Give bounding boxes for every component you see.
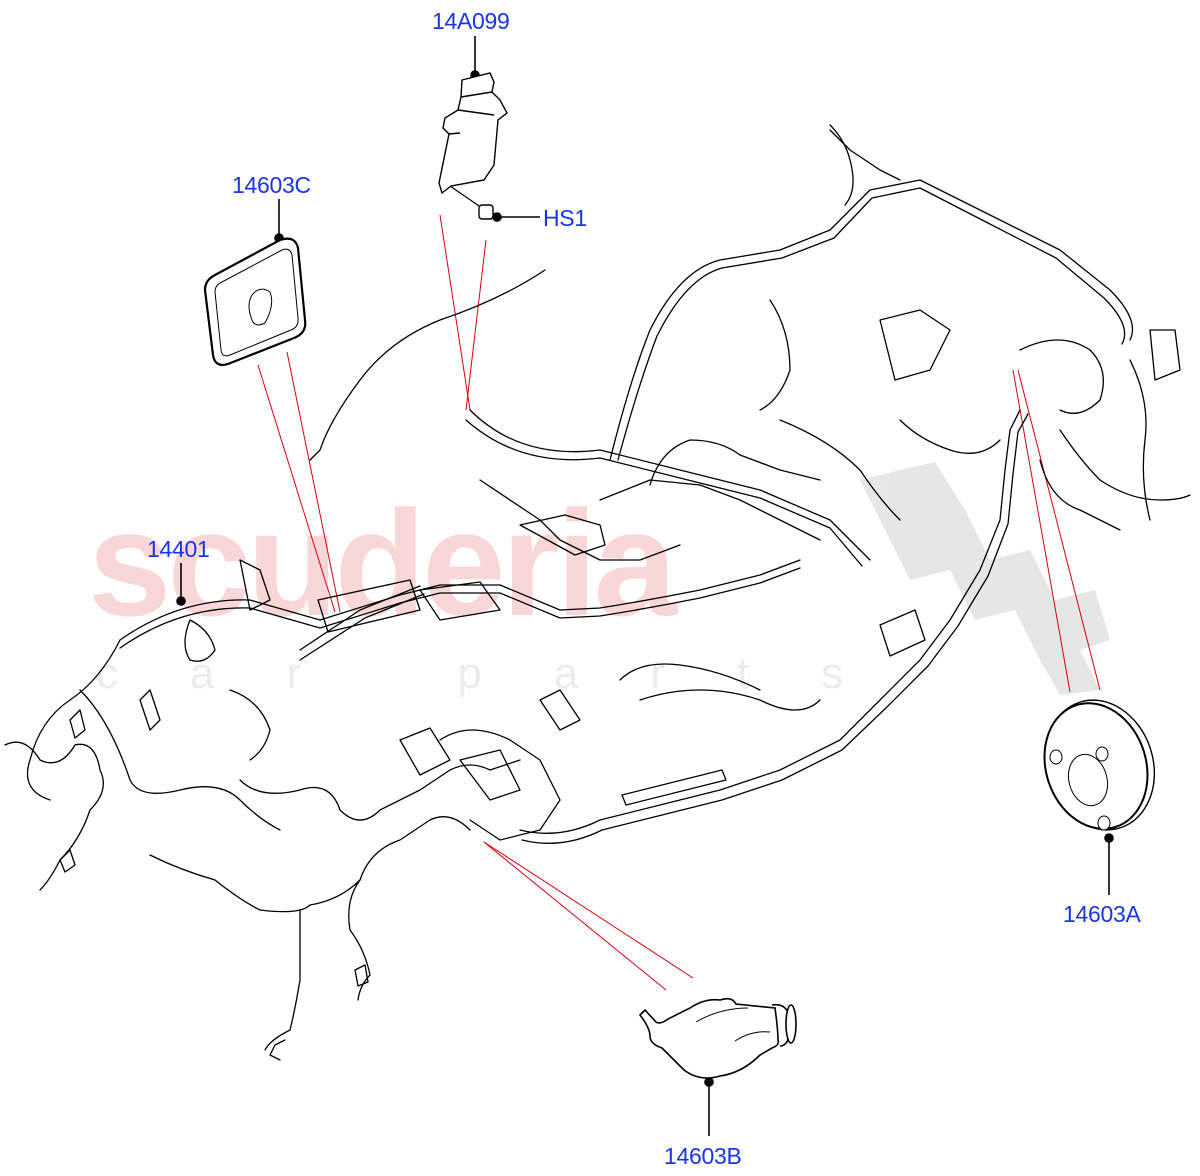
round-grommet-14603A-drawing — [1043, 699, 1156, 831]
grommet-pad-14603C-drawing — [203, 237, 307, 367]
callout-label-14603A[interactable]: 14603A — [1063, 901, 1141, 927]
checkered-flag-watermark — [860, 462, 1110, 695]
callout-label-14A099[interactable]: 14A099 — [432, 8, 510, 34]
callout-label-HS1[interactable]: HS1 — [543, 205, 587, 231]
callout-label-14401[interactable]: 14401 — [147, 536, 210, 562]
main-harness-drawing — [4, 124, 1191, 1061]
callout-label-14603C[interactable]: 14603C — [232, 172, 311, 198]
boot-grommet-14603B-drawing — [638, 997, 797, 1079]
bracket-14A099-drawing — [438, 72, 508, 220]
callout-leaders — [176, 36, 1114, 1136]
callout-label-14603B[interactable]: 14603B — [664, 1143, 742, 1169]
